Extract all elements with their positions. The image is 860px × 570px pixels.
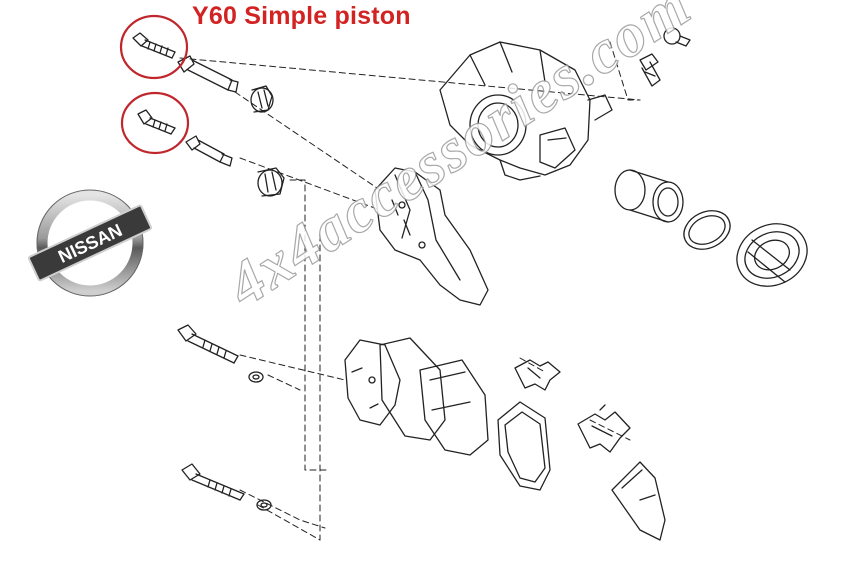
inner-brake-pad xyxy=(497,401,551,491)
anti-squeal-shim xyxy=(344,339,401,426)
upper-guide-pin-sleeve xyxy=(177,55,239,93)
upper-guide-pin-bolt xyxy=(132,32,176,59)
lower-pad-clip xyxy=(577,404,631,453)
dashed-guide-lines xyxy=(179,41,641,541)
upper-pin-boot xyxy=(250,85,274,113)
lower-pin-boot xyxy=(257,167,285,197)
bleeder-cap xyxy=(663,27,691,47)
lower-pin-highlight-circle xyxy=(120,91,190,155)
caliper-body xyxy=(439,41,613,181)
piston xyxy=(614,169,684,223)
lower-guide-pin-sleeve xyxy=(185,135,233,167)
nissan-logo: NISSAN xyxy=(27,189,153,297)
outer-shim-plate xyxy=(611,461,666,541)
lower-guide-pin-bolt xyxy=(137,109,176,135)
caliper-bracket xyxy=(374,167,489,306)
lower-mounting-bolt xyxy=(181,463,245,501)
diagram-title: Y60 Simple piston xyxy=(192,2,411,30)
piston-dust-boot xyxy=(736,223,808,287)
upper-lock-washer xyxy=(248,371,264,383)
lower-lock-washer xyxy=(256,499,272,511)
upper-pin-highlight-circle xyxy=(119,14,189,80)
piston-seal xyxy=(683,210,731,250)
highlight-circles xyxy=(119,14,190,155)
upper-mounting-bolt xyxy=(177,324,239,364)
bleeder-screw xyxy=(639,53,661,87)
upper-pad-clip xyxy=(514,359,561,391)
outer-brake-pad xyxy=(379,337,489,456)
